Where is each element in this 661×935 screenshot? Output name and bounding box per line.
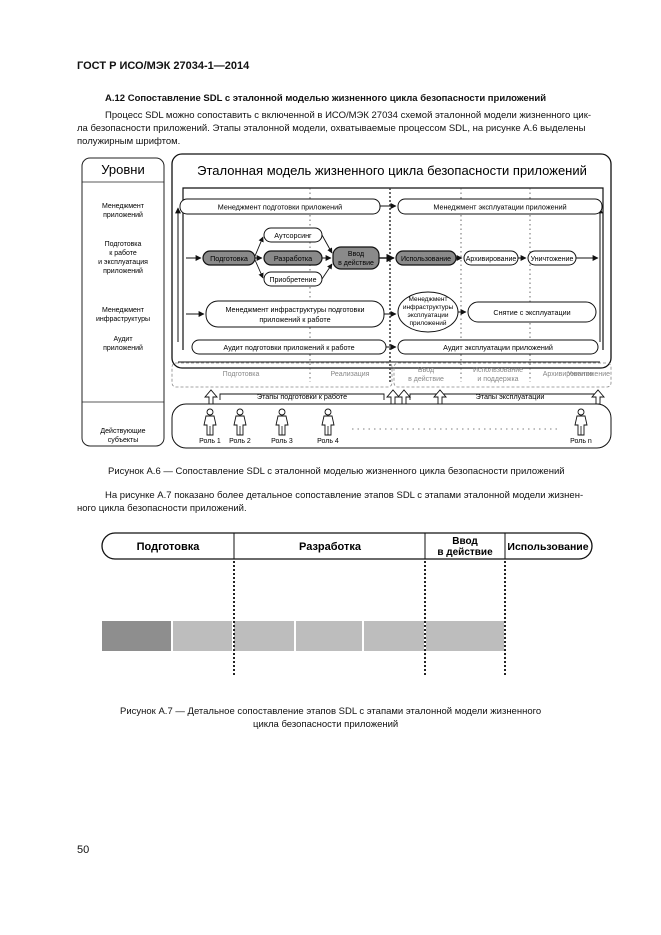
stage-usage-2: и поддержка bbox=[477, 376, 518, 383]
section-title: А.12 Сопоставление SDL с эталонной модел… bbox=[105, 93, 547, 104]
actors-group bbox=[203, 408, 588, 436]
box-audit-ops bbox=[397, 339, 599, 355]
box-audit-ops-label: Аудит эксплуатации приложений bbox=[443, 343, 553, 352]
band-seg-4 bbox=[296, 621, 362, 651]
paragraph-1-line-3: полужирным шрифтом. bbox=[77, 136, 181, 147]
level-audit-2: приложений bbox=[103, 344, 143, 352]
stage-band-prep bbox=[171, 362, 393, 388]
sdl-deploy-label-1: Ввод bbox=[452, 536, 478, 547]
band-seg-3 bbox=[234, 621, 294, 651]
figure-a7: Подготовка Разработка Ввод в действие Ис… bbox=[101, 532, 593, 675]
box-infra-ops-label-1: Менеджмент bbox=[409, 296, 448, 303]
phase-prep-bracket bbox=[219, 393, 385, 400]
stage-archiving: Архивирование bbox=[543, 371, 594, 378]
level-prep-3: и эксплуатация bbox=[98, 259, 148, 266]
up-arrows bbox=[204, 389, 605, 405]
box-infra-prep-label-1: Менеджмент инфраструктуры подготовки bbox=[225, 305, 364, 314]
phase-ops-label: Этапы эксплуатации bbox=[476, 392, 545, 401]
stage-prep: Подготовка bbox=[223, 371, 260, 378]
level-actors-2: субъекты bbox=[108, 436, 139, 444]
box-mgmt-ops bbox=[397, 198, 603, 215]
stage-destruction: Уничтожение bbox=[567, 371, 610, 378]
levels-frame bbox=[81, 157, 165, 447]
person-icon bbox=[203, 408, 217, 436]
stage-band-ops bbox=[393, 362, 612, 388]
box-deploy-label-1: Ввод bbox=[348, 251, 364, 258]
level-prep-1: Подготовка bbox=[105, 241, 142, 248]
box-infra-ops-label-4: приложений bbox=[410, 319, 447, 327]
sdl-dev-label: Разработка bbox=[299, 541, 362, 553]
person-icon bbox=[233, 408, 247, 436]
levels-title: Уровни bbox=[101, 162, 144, 177]
box-infra-ops-label-3: эксплуатации bbox=[408, 312, 449, 319]
box-deploy-label-2: в действие bbox=[338, 259, 374, 267]
box-development-label: Разработка bbox=[274, 254, 312, 263]
person-icon bbox=[275, 408, 289, 436]
level-infra-2: инфраструктуры bbox=[96, 316, 150, 323]
box-mgmt-prep-label: Менеджмент подготовки приложений bbox=[218, 203, 342, 212]
band-seg-5 bbox=[364, 621, 424, 651]
level-prep-4: приложений bbox=[103, 267, 143, 275]
band-seg-6 bbox=[426, 621, 504, 651]
box-archiving-label: Архивирование bbox=[466, 256, 517, 263]
paragraph-2-line-1: На рисунке А.7 показано более детальное … bbox=[105, 490, 584, 501]
sdl-use-label: Использование bbox=[507, 541, 588, 553]
figure-a6: Уровни Менеджмент приложений Подготовка … bbox=[81, 153, 612, 449]
band-seg-1 bbox=[102, 621, 171, 651]
level-prep-2: к работе bbox=[109, 249, 137, 257]
figure-a7-caption-1: Рисунок А.7 — Детальное сопоставление эт… bbox=[120, 706, 542, 717]
up-arrow-1 bbox=[204, 389, 218, 405]
box-infra-prep-label-2: приложений к работе bbox=[259, 315, 330, 324]
figure-a6-caption: Рисунок А.6 — Сопоставление SDL с эталон… bbox=[108, 466, 565, 477]
level-mgmt-app-1: Менеджмент bbox=[102, 203, 145, 210]
up-arrow-2 bbox=[386, 389, 400, 405]
model-frame bbox=[171, 153, 612, 369]
level-mgmt-app-2: приложений bbox=[103, 211, 143, 219]
stage-usage-1: Использование bbox=[473, 367, 523, 374]
stage-implementation: Реализация bbox=[331, 371, 370, 378]
level-actors-1: Действующие bbox=[100, 427, 145, 435]
role-4: Роль 4 bbox=[317, 438, 339, 445]
role-3: Роль 3 bbox=[271, 438, 293, 445]
actors-band bbox=[171, 403, 612, 449]
document-header: ГОСТ Р ИСО/МЭК 27034-1—2014 bbox=[77, 60, 250, 72]
box-usage-label: Использование bbox=[401, 256, 451, 263]
box-mgmt-ops-label: Менеджмент эксплуатации приложений bbox=[433, 203, 566, 212]
stage-deploy-2: в действие bbox=[408, 375, 444, 383]
sdl-deploy-label-2: в действие bbox=[437, 547, 493, 558]
box-audit-prep-label: Аудит подготовки приложений к работе bbox=[223, 343, 354, 352]
box-outsourcing-label: Аутсорсинг bbox=[274, 231, 312, 240]
stage-deploy-1: Ввод bbox=[418, 367, 434, 374]
box-infra-ops-label-2: инфраструктуры bbox=[403, 304, 454, 311]
paragraph-1-line-1: Процесс SDL можно сопоставить с включенн… bbox=[105, 110, 592, 121]
box-decommission-label: Снятие с эксплуатации bbox=[493, 308, 570, 317]
role-2: Роль 2 bbox=[229, 438, 251, 445]
model-title: Эталонная модель жизненного цикла безопа… bbox=[197, 163, 587, 178]
sdl-bar bbox=[101, 532, 593, 560]
level-infra-1: Менеджмент bbox=[102, 307, 145, 314]
up-arrow-4 bbox=[433, 389, 447, 405]
band-seg-2 bbox=[173, 621, 232, 651]
box-destruction-label: Уничтожение bbox=[531, 256, 574, 263]
paragraph-1-line-2: ла безопасности приложений. Этапы эталон… bbox=[77, 123, 586, 134]
role-1: Роль 1 bbox=[199, 438, 221, 445]
person-icon bbox=[321, 408, 335, 436]
level-audit-1: Аудит bbox=[113, 336, 133, 343]
up-arrow-5 bbox=[591, 389, 605, 405]
phase-prep-label: Этапы подготовки к работе bbox=[257, 392, 347, 401]
sdl-prep-label: Подготовка bbox=[137, 541, 201, 553]
role-n: Роль n bbox=[570, 438, 592, 445]
box-preparation-label: Подготовка bbox=[210, 254, 248, 263]
up-arrow-3 bbox=[397, 389, 411, 405]
box-decommission bbox=[467, 301, 597, 323]
paragraph-2-line-2: ного цикла безопасности приложений. bbox=[77, 503, 247, 514]
box-acquisition-label: Приобретение bbox=[270, 276, 317, 284]
person-icon bbox=[574, 408, 588, 436]
page-number: 50 bbox=[77, 844, 90, 856]
figure-a7-caption-2: цикла безопасности приложений bbox=[253, 719, 399, 730]
